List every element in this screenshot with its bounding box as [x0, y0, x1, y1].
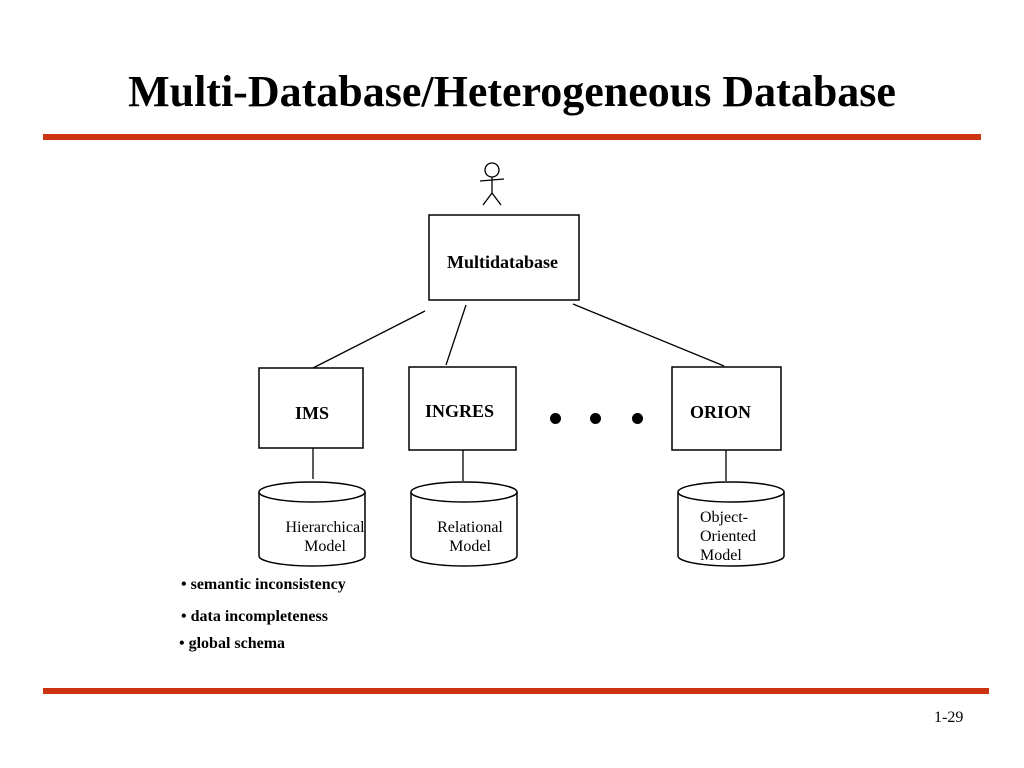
- ingres-box: [408, 366, 517, 451]
- connector-ingres: [445, 304, 467, 366]
- top-divider: [43, 134, 981, 140]
- bullet-item: • semantic inconsistency: [181, 576, 346, 593]
- db-label-line: Model: [700, 547, 742, 564]
- bullet-item: • global schema: [179, 635, 286, 652]
- bottom-divider: [43, 688, 989, 694]
- object-oriented-model-label: Object- Oriented Model: [700, 508, 756, 565]
- object-oriented-db-cylinder: [677, 481, 785, 567]
- ingres-label: INGRES: [425, 401, 495, 421]
- slide-title: Multi-Database/Heterogeneous Database: [128, 67, 896, 116]
- db-label-line: Model: [304, 538, 346, 555]
- orion-box: [671, 366, 782, 451]
- ellipsis-dot: [632, 413, 643, 424]
- ellipsis-dot: [590, 413, 601, 424]
- db-label-line: Hierarchical: [285, 519, 365, 536]
- user-icon: [479, 162, 505, 206]
- db-label-line: Object-: [700, 509, 748, 526]
- db-label-line: Relational: [437, 519, 503, 536]
- db-label-line: Model: [449, 538, 491, 555]
- bullet-item: • data incompleteness: [181, 608, 328, 625]
- relational-model-label: Relational Model: [420, 518, 520, 556]
- page-number: 1-29: [934, 709, 964, 726]
- multidatabase-label: Multidatabase: [447, 252, 559, 272]
- orion-label: ORION: [690, 402, 752, 422]
- connector-ims: [312, 310, 426, 369]
- ims-box: [258, 367, 364, 449]
- db-label-line: Oriented: [700, 528, 756, 545]
- ellipsis-dot: [550, 413, 561, 424]
- multidatabase-box: [428, 214, 580, 301]
- connector-orion: [572, 303, 725, 367]
- hierarchical-db-cylinder: [258, 481, 366, 567]
- hierarchical-model-label: Hierarchical Model: [270, 518, 380, 556]
- ims-label: IMS: [295, 403, 330, 423]
- relational-db-cylinder: [410, 481, 518, 567]
